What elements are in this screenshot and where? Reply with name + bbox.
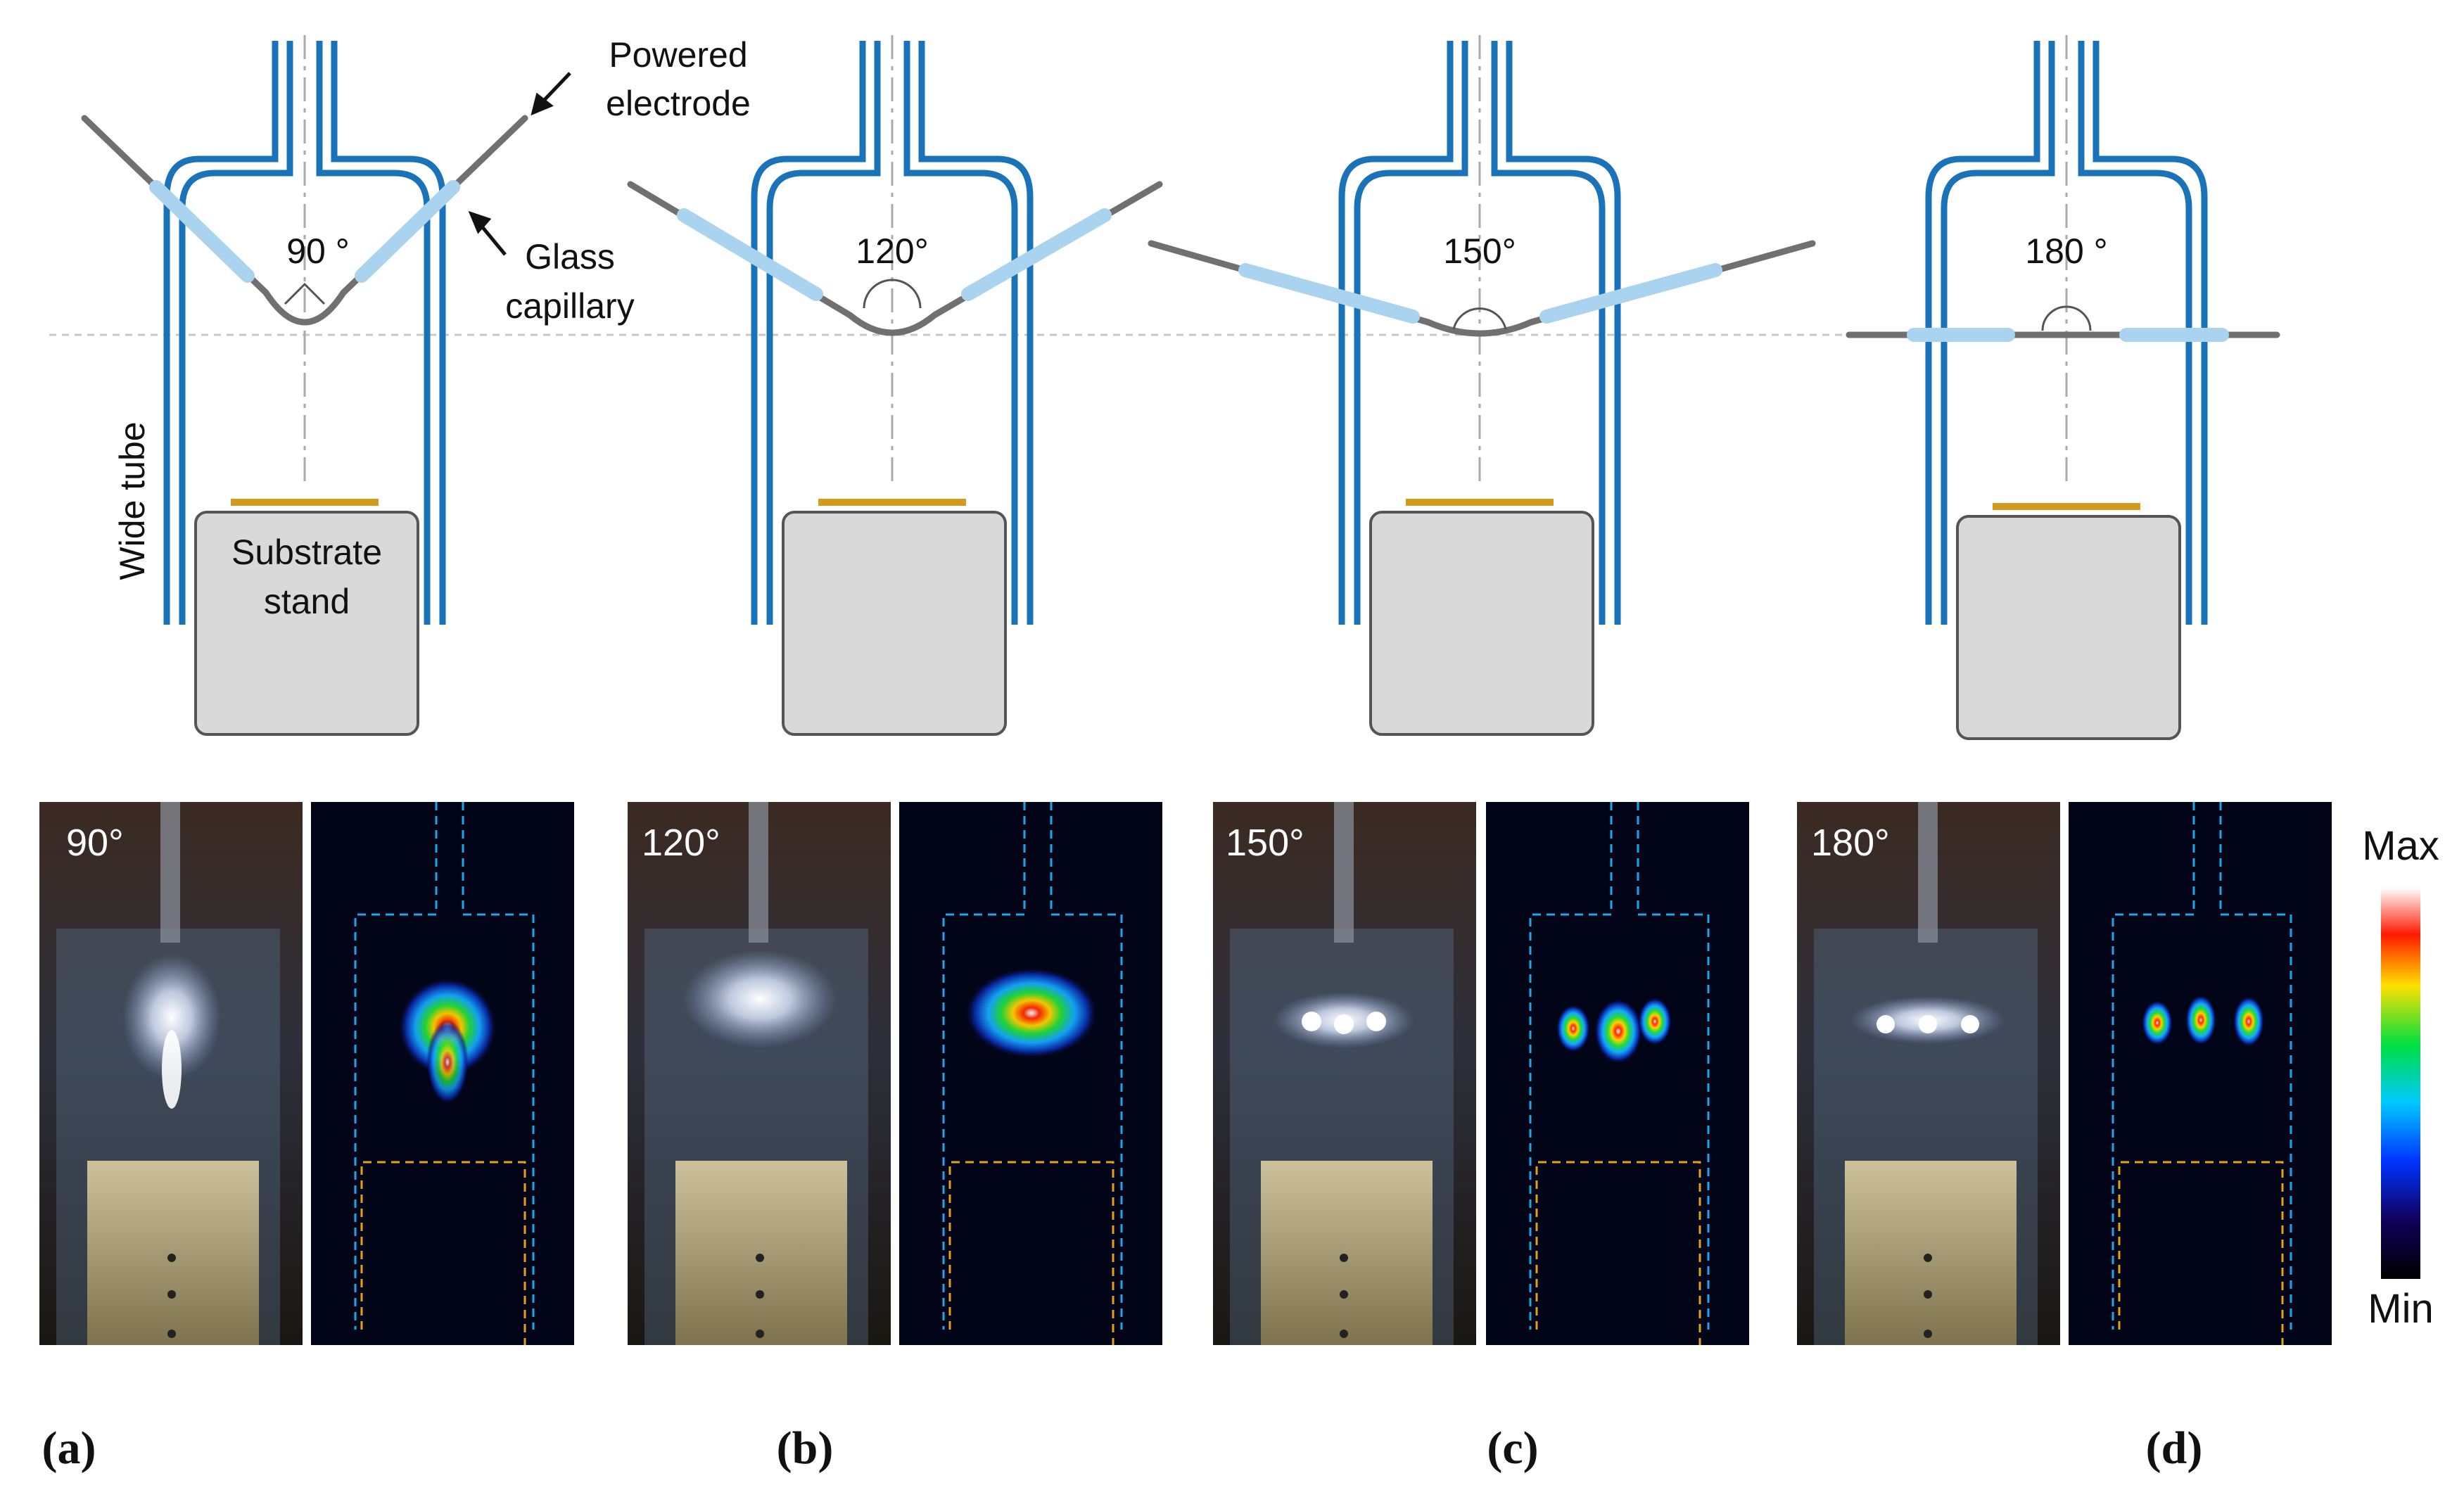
caption-b: (b) [777, 1422, 834, 1474]
caption-c: (c) [1487, 1422, 1538, 1474]
angle-label-c: 150° [1443, 231, 1516, 271]
angle-label-d: 180 ° [2025, 231, 2107, 271]
photo-a [39, 802, 303, 1345]
glass-capillary [1238, 263, 1722, 324]
glass-capillary [677, 208, 1112, 301]
intensity-map-b [899, 802, 1162, 1345]
photo-label-d: 180° [1811, 822, 1890, 864]
angle-arc [863, 279, 922, 309]
schematic-panel-b [627, 35, 1163, 736]
powered-electrode-label-2: electrode [606, 84, 751, 123]
photo-b [628, 802, 891, 1345]
angle-arc [1452, 307, 1507, 330]
wide-tube [751, 41, 1034, 625]
schematic-panel-d [1846, 35, 2280, 740]
angle-label-b: 120° [856, 231, 928, 271]
caption-a: (a) [42, 1422, 96, 1474]
intensity-map-d [2069, 802, 2332, 1345]
substrate-stand [782, 511, 1007, 736]
photo-label-a: 90° [66, 822, 124, 864]
substrate [818, 499, 966, 506]
intensity-map-a [311, 802, 574, 1345]
caption-d: (d) [2146, 1422, 2203, 1474]
glass-capillary [149, 180, 460, 283]
schematic-panel-c [1148, 35, 1816, 736]
powered-electrode [81, 115, 528, 326]
photo-label-b: 120° [642, 822, 720, 864]
colorbar-max-label: Max [2362, 823, 2439, 869]
wide-tube [1338, 41, 1621, 625]
colorbar [2381, 888, 2420, 1279]
annotation-arrows [468, 72, 571, 256]
substrate [1993, 503, 2140, 510]
photo-d [1797, 802, 2060, 1345]
intensity-map-c [1486, 802, 1749, 1345]
substrate-stand [1369, 511, 1594, 736]
schematic-panel-a [81, 35, 528, 736]
colorbar-min-label: Min [2368, 1286, 2433, 1332]
angle-arc [2041, 305, 2092, 331]
glass-capillary-label-2: capillary [505, 286, 634, 326]
angle-label-a: 90 ° [286, 231, 350, 271]
substrate-stand-label: Substrate [231, 533, 382, 572]
substrate [231, 499, 379, 506]
angle-arc [284, 282, 326, 305]
wide-tube [1925, 41, 2208, 625]
photo-label-c: 150° [1226, 822, 1304, 864]
glass-capillary-label: Glass [525, 237, 615, 276]
photo-c [1213, 802, 1476, 1345]
substrate [1406, 499, 1554, 506]
wide-tube-label: Wide tube [113, 421, 152, 580]
powered-electrode [1148, 240, 1816, 337]
powered-electrode [627, 181, 1163, 336]
powered-electrode-label: Powered [609, 35, 747, 75]
substrate-stand [194, 511, 419, 736]
substrate-stand-label-2: stand [264, 582, 350, 621]
substrate-stand [1956, 515, 2181, 740]
